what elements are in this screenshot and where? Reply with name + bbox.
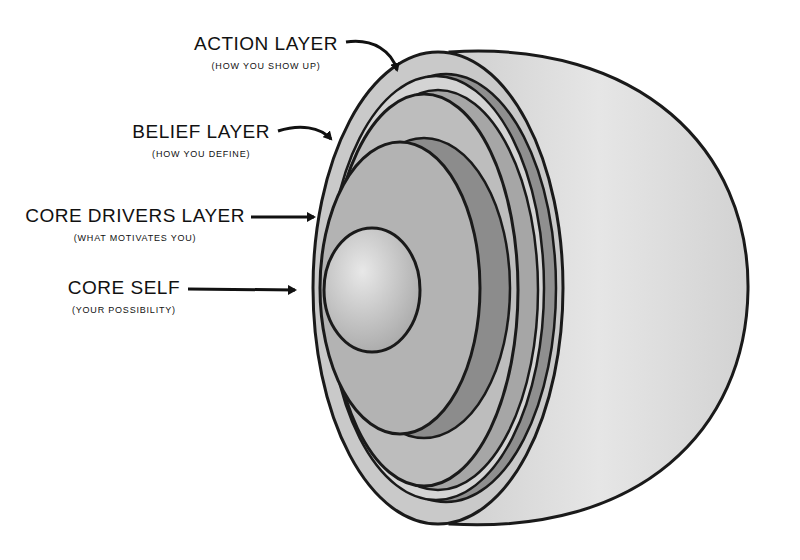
layer-name: BELIEF LAYER	[132, 121, 270, 143]
layer-callout: CORE DRIVERS LAYER (WHAT MOTIVATES YOU)	[25, 205, 245, 244]
leader-arrow	[346, 41, 397, 70]
leader-arrow	[278, 127, 331, 139]
layer-callout: BELIEF LAYER (HOW YOU DEFINE)	[132, 121, 270, 160]
layer-name: CORE SELF	[68, 277, 180, 299]
layer-description: (YOUR POSSIBILITY)	[68, 304, 180, 316]
core-self-ball	[324, 228, 420, 352]
layer-callout: CORE SELF (YOUR POSSIBILITY)	[68, 277, 180, 316]
layer-description: (HOW YOU DEFINE)	[132, 148, 270, 160]
leader-arrow	[251, 216, 314, 219]
layer-name: ACTION LAYER	[194, 33, 338, 55]
action-layer-rim	[313, 52, 563, 524]
layer-name: CORE DRIVERS LAYER	[25, 205, 245, 227]
leader-arrow	[188, 289, 295, 290]
layer-callout: ACTION LAYER (HOW YOU SHOW UP)	[194, 33, 338, 72]
layer-description: (HOW YOU SHOW UP)	[194, 60, 338, 72]
core-drivers-face	[320, 142, 480, 434]
layer-description: (WHAT MOTIVATES YOU)	[25, 232, 245, 244]
